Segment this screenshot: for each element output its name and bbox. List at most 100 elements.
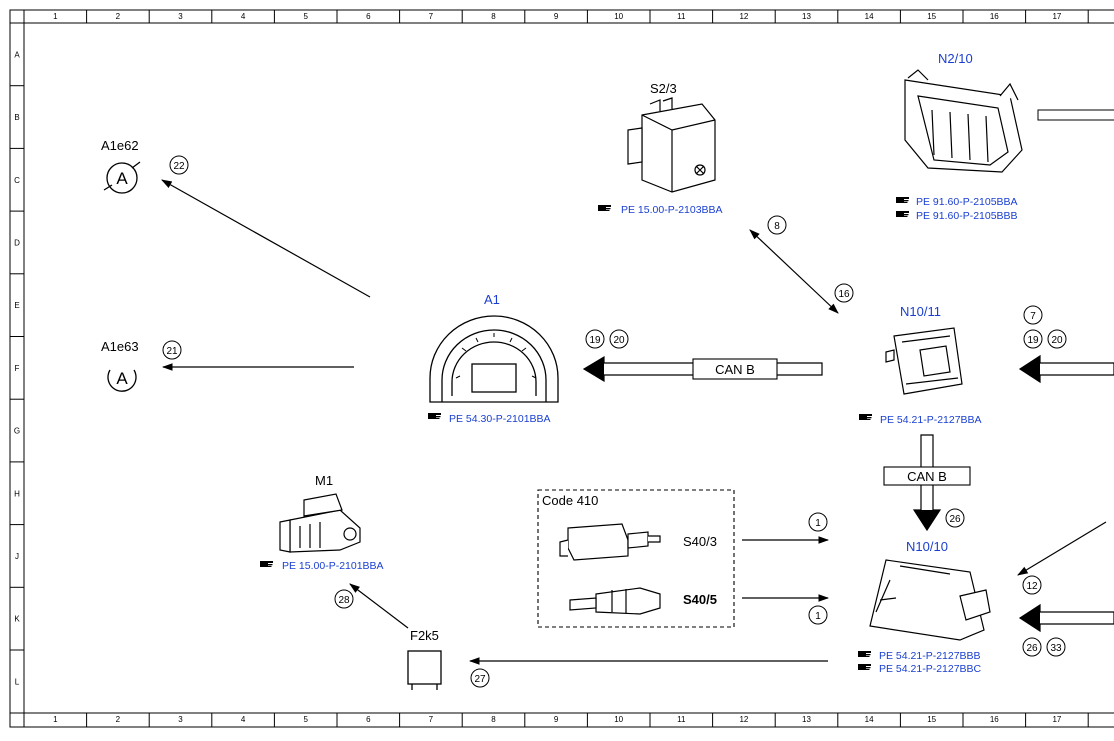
relay-icon bbox=[407, 650, 442, 685]
code-410-label: Code 410 bbox=[542, 493, 598, 508]
s2-3-switch[interactable]: S2/3 PE 15.00-P-2103BBA bbox=[598, 81, 723, 216]
indicator-lamp-icon bbox=[107, 369, 137, 392]
row-index-label: A bbox=[14, 50, 20, 59]
column-index-label: 14 bbox=[865, 715, 874, 724]
right-bus-arrow-lower bbox=[1018, 603, 1114, 633]
column-index-label: 10 bbox=[614, 715, 623, 724]
column-index-label: 15 bbox=[927, 12, 936, 21]
callout-20: 20 bbox=[1047, 329, 1067, 349]
column-index-label: 4 bbox=[241, 12, 246, 21]
column-index-label: 2 bbox=[116, 715, 121, 724]
module-illustration bbox=[869, 559, 991, 641]
code-410-boundary bbox=[537, 489, 735, 628]
column-index-label: 7 bbox=[429, 12, 434, 21]
right-to-n10-10-arrow bbox=[1017, 521, 1107, 576]
module-illustration bbox=[885, 327, 963, 395]
reference-hand-icon bbox=[896, 197, 909, 203]
m1-label: M1 bbox=[315, 473, 333, 488]
n10-10-label: N10/10 bbox=[906, 539, 948, 554]
column-index-label: 11 bbox=[677, 715, 686, 724]
n10-10-reference-1[interactable]: PE 54.21-P-2127BBB bbox=[879, 650, 981, 662]
f2k5-relay[interactable]: F2k5 bbox=[407, 628, 442, 690]
s40-3-switch[interactable]: S40/3 bbox=[559, 523, 717, 561]
switch-illustration bbox=[559, 523, 661, 561]
row-index-label: H bbox=[14, 489, 20, 498]
n2-10-connector-bar bbox=[1037, 109, 1114, 121]
indicator-glyph: A bbox=[116, 169, 128, 188]
reference-hand-icon bbox=[896, 211, 909, 217]
n2-10-reference-1[interactable]: PE 91.60-P-2105BBA bbox=[916, 196, 1018, 208]
column-index-label: 8 bbox=[491, 715, 496, 724]
column-index-label: 9 bbox=[554, 12, 559, 21]
callout-26: 26 bbox=[945, 508, 965, 528]
indicator-arrow-marks bbox=[103, 161, 141, 191]
column-index-label: 11 bbox=[677, 12, 686, 21]
column-index-label: 3 bbox=[178, 715, 183, 724]
svg-text:1: 1 bbox=[815, 611, 821, 622]
instrument-cluster-illustration bbox=[429, 315, 559, 403]
right-bus-arrow-upper bbox=[1018, 354, 1114, 384]
n10-11-label: N10/11 bbox=[900, 304, 941, 319]
s2-3-reference[interactable]: PE 15.00-P-2103BBA bbox=[621, 204, 723, 216]
callout-8: 8 bbox=[767, 215, 787, 235]
n2-10-module[interactable]: N2/10 PE 91.60-P-2105BBA PE 91.60-P-2105… bbox=[896, 51, 1114, 222]
reference-hand-icon bbox=[598, 205, 611, 211]
column-index-label: 5 bbox=[303, 715, 308, 724]
m1-starter-motor[interactable]: M1 PE 15.00-P-2101BBA bbox=[260, 473, 384, 572]
callout-19: 19 bbox=[1023, 329, 1043, 349]
starter-illustration bbox=[279, 493, 361, 553]
n10-11-module[interactable]: N10/11 PE 54.21-P-2127BBA bbox=[859, 304, 982, 426]
svg-text:21: 21 bbox=[166, 346, 178, 357]
s40-5-switch[interactable]: S40/5 bbox=[569, 587, 717, 615]
row-index-label: K bbox=[14, 615, 20, 624]
svg-text:8: 8 bbox=[774, 221, 780, 232]
row-index-label: F bbox=[15, 364, 20, 373]
column-index-label: 15 bbox=[927, 715, 936, 724]
f2k5-to-m1-arrow bbox=[349, 583, 409, 629]
switch-illustration bbox=[569, 587, 661, 615]
can-bus-label: CAN B bbox=[907, 469, 947, 484]
svg-text:33: 33 bbox=[1050, 643, 1062, 654]
can-bus-label: CAN B bbox=[715, 362, 755, 377]
n10-10-reference-2[interactable]: PE 54.21-P-2127BBC bbox=[879, 663, 982, 675]
reference-hand-icon bbox=[260, 561, 273, 567]
m1-reference[interactable]: PE 15.00-P-2101BBA bbox=[282, 560, 384, 572]
can-bus-horizontal: CAN B bbox=[582, 355, 823, 383]
n2-10-reference-2[interactable]: PE 91.60-P-2105BBB bbox=[916, 210, 1018, 222]
s2-3-to-n10-11-arrow bbox=[749, 229, 839, 314]
a1e62-indicator[interactable]: A1e62 A bbox=[101, 138, 141, 194]
column-index-label: 4 bbox=[241, 715, 246, 724]
svg-text:16: 16 bbox=[838, 289, 850, 300]
svg-text:20: 20 bbox=[1051, 335, 1063, 346]
switch-illustration bbox=[627, 97, 716, 193]
svg-text:19: 19 bbox=[589, 335, 601, 346]
module-illustration bbox=[904, 69, 1023, 173]
n10-11-reference[interactable]: PE 54.21-P-2127BBA bbox=[880, 414, 982, 426]
callout-circles: 22 21 8 16 19 20 7 19 20 26 1 1 12 26 33… bbox=[162, 155, 1067, 688]
column-index-label: 9 bbox=[554, 715, 559, 724]
s40-3-label: S40/3 bbox=[683, 534, 717, 549]
s2-3-label: S2/3 bbox=[650, 81, 677, 96]
row-index-label: C bbox=[14, 176, 20, 185]
a1e62-label: A1e62 bbox=[101, 138, 139, 153]
column-index-label: 6 bbox=[366, 715, 371, 724]
n10-10-module[interactable]: N10/10 PE 54.21-P-2127BBB PE 54.21-P-212… bbox=[858, 539, 991, 675]
svg-text:19: 19 bbox=[1027, 335, 1039, 346]
column-index-label: 10 bbox=[614, 12, 623, 21]
column-index: 1122334455667788991010111112121313141415… bbox=[53, 10, 1089, 727]
callout-27: 27 bbox=[470, 668, 490, 688]
callout-33: 33 bbox=[1046, 637, 1066, 657]
column-index-label: 2 bbox=[116, 12, 121, 21]
column-index-label: 1 bbox=[53, 715, 58, 724]
a1-reference[interactable]: PE 54.30-P-2101BBA bbox=[449, 413, 551, 425]
svg-text:1: 1 bbox=[815, 518, 821, 529]
callout-19: 19 bbox=[585, 329, 605, 349]
f2k5-label: F2k5 bbox=[410, 628, 439, 643]
column-index-label: 3 bbox=[178, 12, 183, 21]
a1-instrument-cluster[interactable]: A1 PE 54.30-P-2101BBA bbox=[428, 292, 559, 425]
a1e63-indicator[interactable]: A1e63 A bbox=[101, 339, 139, 392]
s40-5-label: S40/5 bbox=[683, 592, 717, 607]
column-index-label: 6 bbox=[366, 12, 371, 21]
